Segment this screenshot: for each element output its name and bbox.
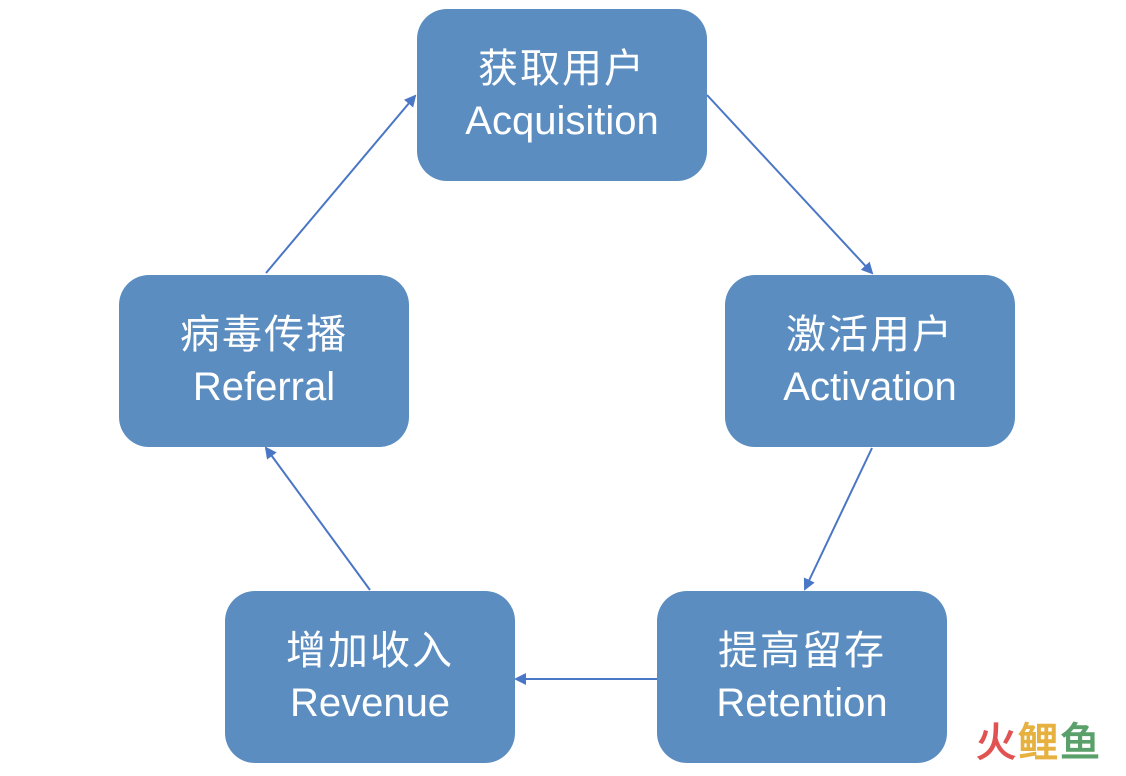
watermark-char-1: 火 [976, 720, 1018, 766]
node-revenue-en-label: Revenue [289, 681, 451, 725]
node-revenue-zh-label: 增加收入 [286, 628, 454, 674]
node-revenue: 增加收入 Revenue [225, 591, 515, 763]
node-referral: 病毒传播 Referral [119, 275, 409, 447]
arrow-revenue-to-referral [264, 446, 371, 591]
node-retention: 提高留存 Retention [657, 591, 947, 763]
arrow-acquisition-to-activation [706, 94, 874, 275]
node-activation-en-label: Activation [783, 365, 957, 409]
arrow-activation-to-retention [803, 447, 873, 591]
node-retention-en-label: Retention [716, 681, 888, 725]
node-acquisition-en-label: Acquisition [465, 99, 659, 143]
node-activation-zh-label: 激活用户 [786, 312, 954, 358]
node-referral-zh-label: 病毒传播 [180, 312, 348, 358]
node-retention-zh-label: 提高留存 [718, 628, 886, 674]
node-referral-en-label: Referral [192, 365, 336, 409]
node-acquisition-zh-label: 获取用户 [478, 46, 646, 92]
watermark-logo: 火鲤鱼 [976, 710, 1102, 768]
watermark-char-3: 鱼 [1060, 720, 1102, 766]
arrow-referral-to-acquisition [265, 94, 417, 274]
node-activation: 激活用户 Activation [725, 275, 1015, 447]
watermark-char-2: 鲤 [1018, 720, 1060, 766]
node-acquisition: 获取用户 Acquisition [417, 9, 707, 181]
